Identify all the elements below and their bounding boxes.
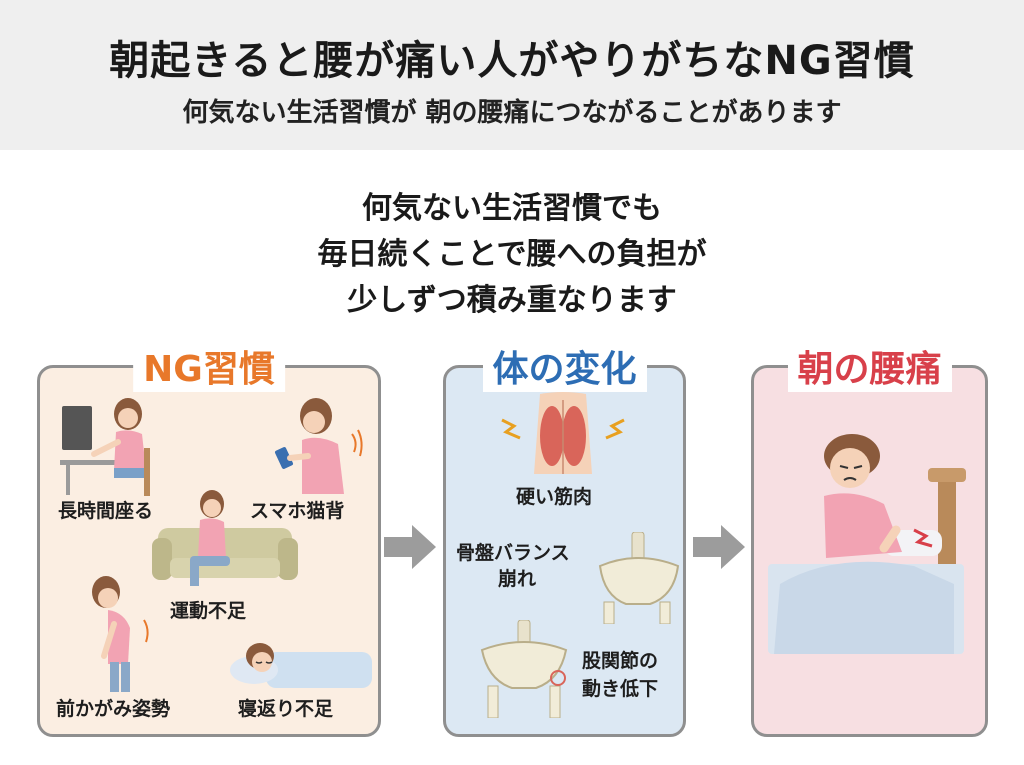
- ng-item-smartphone: スマホ猫背: [250, 500, 345, 522]
- body-change-title: 体の変化: [482, 340, 647, 392]
- ng-item-sitting: 長時間座る: [58, 500, 154, 522]
- ng-item-sleep: 寝返り不足: [238, 698, 334, 720]
- flow-arrow-1: [384, 525, 436, 569]
- lead-text: 何気ない生活習慣でも 毎日続くことで腰への負担が 少しずつ積み重なります: [0, 186, 1024, 324]
- sleeping-illustration: [226, 630, 376, 695]
- smartphone-hunch-illustration: [268, 386, 368, 496]
- change-item-pelvis-2: 崩れ: [498, 568, 537, 590]
- body-change-panel: 体の変化 硬い筋肉 骨盤バランス 崩れ 股関節の: [443, 340, 686, 737]
- bending-forward-illustration: [68, 568, 168, 693]
- stiff-muscle-illustration: [488, 390, 638, 478]
- ng-item-no-exercise: 運動不足: [170, 600, 247, 622]
- morning-pain-title: 朝の腰痛: [787, 340, 952, 392]
- change-item-hip-1: 股関節の: [582, 650, 659, 672]
- change-item-pelvis-1: 骨盤バランス: [456, 542, 570, 564]
- morning-pain-panel: 朝の腰痛: [751, 340, 988, 737]
- page-title: 朝起きると腰が痛い人がやりがちなNG習慣: [109, 38, 915, 84]
- lead-line-1: 何気ない生活習慣でも: [362, 191, 662, 226]
- ng-habits-panel: NG習慣 長時間座る スマホ猫背: [37, 340, 381, 737]
- hip-joint-illustration: [474, 620, 574, 718]
- pelvis-illustration: [594, 532, 684, 624]
- page-subtitle: 何気ない生活習慣が 朝の腰痛につながることがあります: [182, 98, 842, 128]
- ng-habits-title: NG習慣: [133, 340, 285, 392]
- flow-arrow-2: [693, 525, 745, 569]
- waking-pain-illustration: [764, 434, 980, 664]
- change-item-stiff-muscle: 硬い筋肉: [516, 486, 593, 508]
- sofa-lounging-illustration: [150, 488, 300, 593]
- ng-item-bending: 前かがみ姿勢: [56, 698, 171, 720]
- header-banner: 朝起きると腰が痛い人がやりがちなNG習慣 何気ない生活習慣が 朝の腰痛につながる…: [0, 0, 1024, 150]
- change-item-hip-2: 動き低下: [582, 678, 659, 700]
- lead-line-3: 少しずつ積み重なります: [347, 283, 677, 318]
- sitting-desk-illustration: [58, 388, 178, 498]
- lead-line-2: 毎日続くことで腰への負担が: [317, 237, 707, 272]
